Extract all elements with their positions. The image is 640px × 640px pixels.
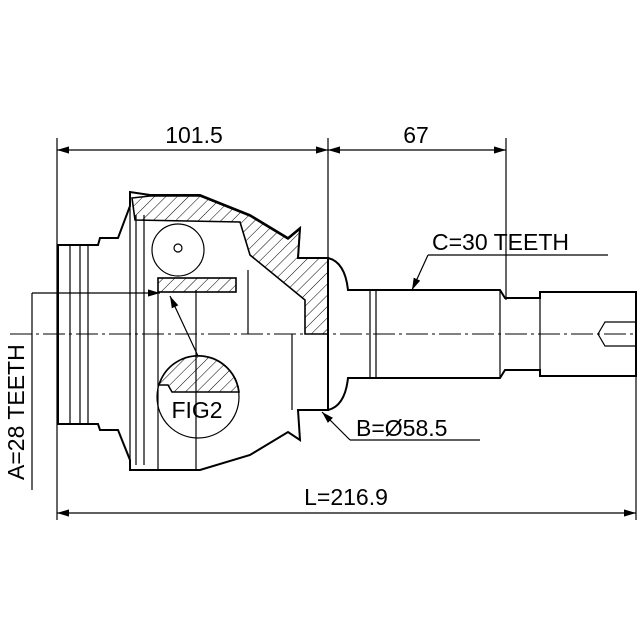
ball xyxy=(151,223,205,277)
inner-race-section xyxy=(157,277,237,293)
outer-teeth-label: C=30 TEETH xyxy=(432,229,569,255)
ball-center xyxy=(173,243,183,253)
inner-teeth-label: A=28 TEETH xyxy=(3,344,29,480)
dim-101-5-label: 101.5 xyxy=(165,122,223,148)
fig2-section xyxy=(157,354,240,393)
fig2-label: FIG2 xyxy=(171,397,222,423)
housing-section xyxy=(131,195,329,335)
shaft xyxy=(327,257,637,411)
dim-67-label: 67 xyxy=(403,122,429,148)
dim-total-label: L=216.9 xyxy=(304,484,388,510)
boot-end xyxy=(57,190,329,471)
abs-diameter-label: B=Ø58.5 xyxy=(356,415,447,441)
